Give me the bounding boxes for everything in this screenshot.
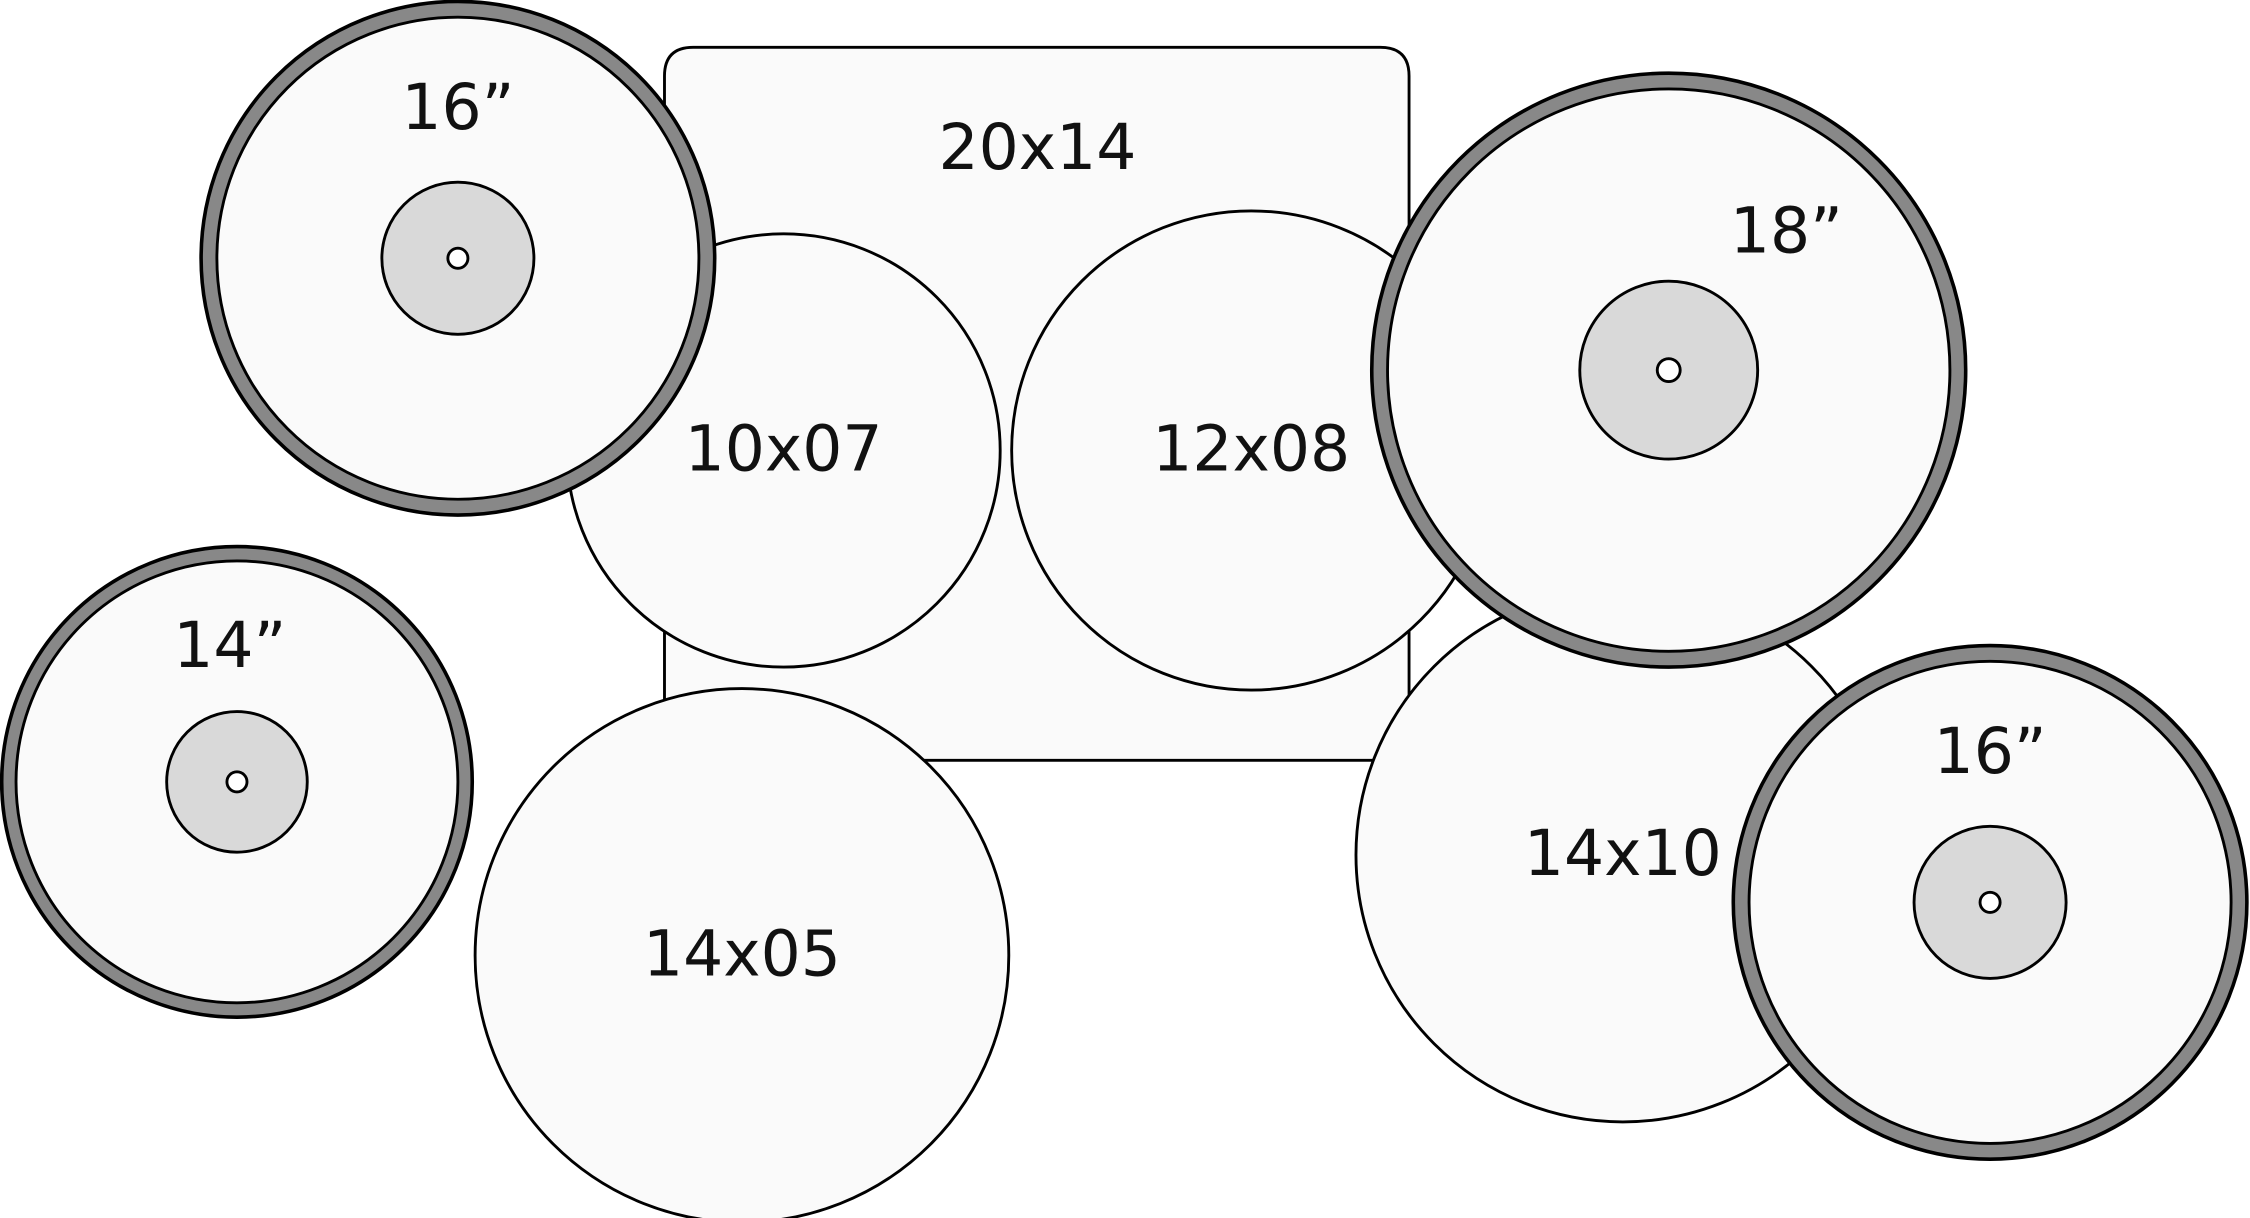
cymbal-crash-left: 16” xyxy=(199,0,717,517)
ride-label: 18” xyxy=(1730,193,1843,267)
cymbal-ride: 18” xyxy=(1369,71,1968,669)
floor-tom-label: 14x10 xyxy=(1524,816,1722,890)
tom-10x07-label: 10x07 xyxy=(685,411,883,485)
bass-drum-label: 20x14 xyxy=(939,110,1137,184)
hihat-label: 14” xyxy=(173,608,286,682)
snare-label: 14x05 xyxy=(643,916,841,990)
tom-12x08-label: 12x08 xyxy=(1152,411,1350,485)
cymbal-crash-right: 16” xyxy=(1731,643,2249,1161)
crash-left-label: 16” xyxy=(401,70,514,144)
crash-right-label: 16” xyxy=(1934,714,2047,788)
snare-14x05: 14x05 xyxy=(473,687,1011,1218)
cymbal-hihat: 14” xyxy=(0,544,474,1019)
